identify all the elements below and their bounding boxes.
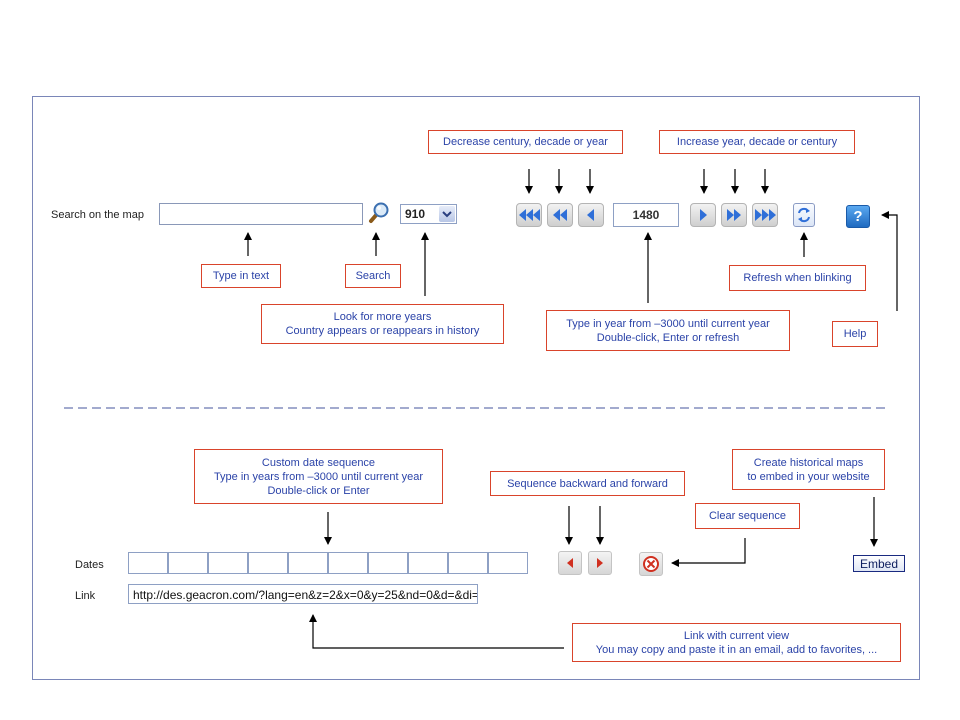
main-frame	[32, 96, 920, 680]
callout-more-years-line2: Country appears or reappears in history	[285, 325, 480, 337]
arrow-left-icon	[567, 558, 573, 568]
callout-seq-back-fwd: Sequence backward and forward	[490, 471, 685, 496]
year-select-value: 910	[405, 207, 426, 221]
embed-button[interactable]: Embed	[853, 555, 905, 572]
callout-type-year: Type in year from –3000 until current ye…	[546, 310, 790, 351]
date-cell[interactable]	[168, 552, 208, 574]
date-cell[interactable]	[408, 552, 448, 574]
clear-sequence-button[interactable]	[639, 552, 663, 576]
search-input[interactable]	[159, 203, 363, 225]
date-cell[interactable]	[328, 552, 368, 574]
callout-custom-seq: Custom date sequence Type in years from …	[194, 449, 443, 504]
date-cell[interactable]	[208, 552, 248, 574]
callout-refresh: Refresh when blinking	[729, 265, 866, 291]
callout-create-maps-line2: to embed in your website	[747, 470, 870, 483]
date-cell[interactable]	[248, 552, 288, 574]
link-label: Link	[75, 590, 96, 602]
year-select[interactable]: 910	[400, 204, 457, 224]
chevron-down-icon	[439, 206, 455, 222]
search-label: Search on the map	[51, 209, 144, 221]
refresh-button[interactable]	[793, 203, 815, 227]
date-cell[interactable]	[368, 552, 408, 574]
date-cell[interactable]	[288, 552, 328, 574]
magnifier-icon[interactable]	[366, 200, 392, 226]
callout-decrease: Decrease century, decade or year	[428, 130, 623, 154]
callout-custom-seq-line2: Type in years from –3000 until current y…	[213, 470, 424, 483]
next-icon	[700, 209, 707, 221]
prev-button[interactable]	[578, 203, 604, 227]
callout-type-year-line1: Type in year from –3000 until current ye…	[566, 317, 770, 330]
next-fast-icon	[727, 209, 741, 221]
date-cell[interactable]	[488, 552, 528, 574]
callout-create-maps-line1: Create historical maps	[753, 456, 864, 469]
callout-type-year-line2: Double-click, Enter or refresh	[596, 331, 740, 344]
first-button[interactable]	[516, 203, 542, 227]
first-icon	[519, 209, 540, 221]
callout-clear-seq: Clear sequence	[695, 503, 800, 529]
clear-icon	[643, 556, 659, 572]
callout-custom-seq-line1: Custom date sequence	[261, 456, 376, 469]
callout-link-view-line2: You may copy and paste it in an email, a…	[595, 643, 878, 656]
prev-fast-icon	[553, 209, 567, 221]
dates-label: Dates	[75, 559, 104, 571]
last-icon	[755, 209, 776, 221]
sequence-forward-button[interactable]	[588, 551, 612, 575]
date-cell[interactable]	[128, 552, 168, 574]
prev-fast-button[interactable]	[547, 203, 573, 227]
next-button[interactable]	[690, 203, 716, 227]
prev-icon	[587, 209, 594, 221]
callout-search: Search	[345, 264, 401, 288]
callout-increase: Increase year, decade or century	[659, 130, 855, 154]
date-cell[interactable]	[448, 552, 488, 574]
callout-custom-seq-line3: Double-click or Enter	[267, 484, 370, 497]
callout-link-view: Link with current view You may copy and …	[572, 623, 901, 662]
callout-more-years: Look for more years Country appears or r…	[261, 304, 504, 344]
help-icon[interactable]: ?	[846, 205, 870, 228]
callout-create-maps: Create historical maps to embed in your …	[732, 449, 885, 490]
callout-link-view-line1: Link with current view	[683, 629, 790, 642]
link-field[interactable]: http://des.geacron.com/?lang=en&z=2&x=0&…	[128, 584, 478, 604]
callout-more-years-line1: Look for more years	[333, 311, 432, 323]
refresh-icon	[798, 207, 810, 223]
year-input[interactable]: 1480	[613, 203, 679, 227]
callout-type-text: Type in text	[201, 264, 281, 288]
next-fast-button[interactable]	[721, 203, 747, 227]
sequence-back-button[interactable]	[558, 551, 582, 575]
callout-help: Help	[832, 321, 878, 347]
arrow-right-icon	[597, 558, 603, 568]
last-button[interactable]	[752, 203, 778, 227]
